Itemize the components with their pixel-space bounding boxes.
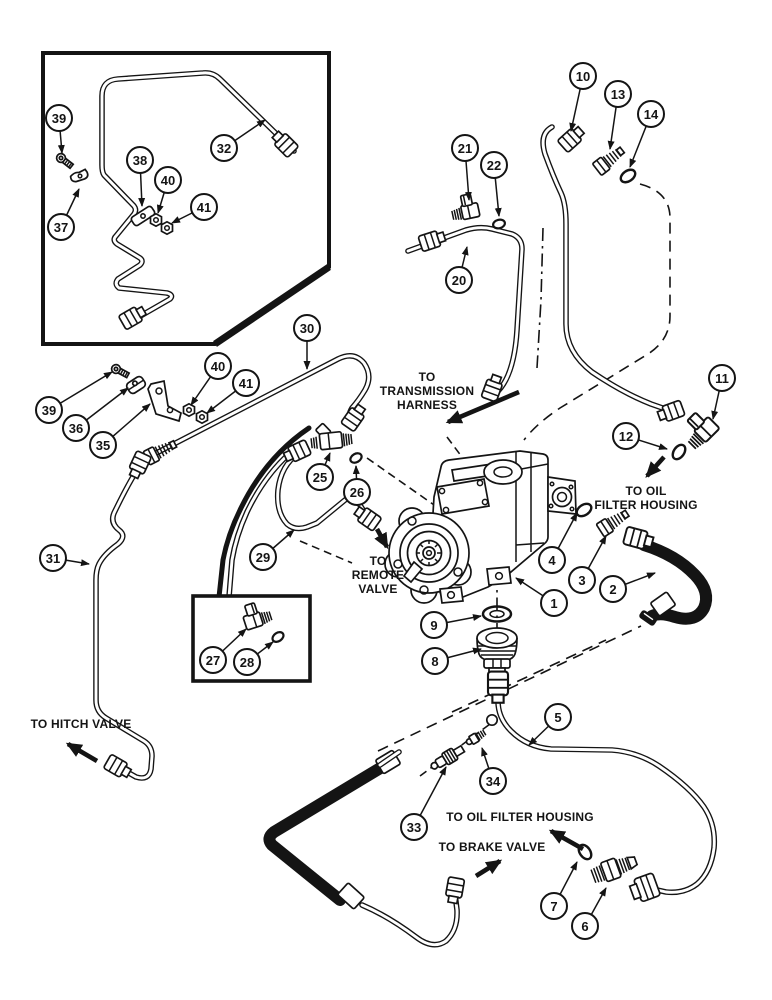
- callout-28: 28: [233, 648, 261, 676]
- callout-27: 27: [199, 646, 227, 674]
- tube-10: [540, 123, 686, 425]
- brake-hose: [263, 749, 466, 948]
- callout-10: 10: [569, 62, 597, 90]
- plug-34: [465, 729, 487, 746]
- tube-31: [93, 449, 155, 782]
- oring-26: [347, 450, 365, 466]
- callout-3: 3: [568, 566, 596, 594]
- ball-fitting: [485, 713, 499, 727]
- clamp-37: [69, 168, 89, 183]
- label-to-brake-valve: TO BRAKE VALVE: [438, 840, 546, 854]
- oring-12: [668, 441, 690, 463]
- callout-35: 35: [89, 431, 117, 459]
- callout-25: 25: [306, 463, 334, 491]
- oring-14: [617, 165, 639, 187]
- curved-hose: [216, 425, 312, 600]
- callout-40: 40: [204, 352, 232, 380]
- callout-4: 4: [538, 546, 566, 574]
- callout-26: 26: [343, 478, 371, 506]
- callout-41: 41: [190, 193, 218, 221]
- callout-39: 39: [35, 396, 63, 424]
- tube-32: [99, 70, 300, 331]
- callout-5: 5: [544, 703, 572, 731]
- callout-6: 6: [571, 912, 599, 940]
- callout-2: 2: [599, 575, 627, 603]
- callout-14: 14: [637, 100, 665, 128]
- adapter-8: [476, 627, 518, 675]
- oring-9: [481, 605, 513, 623]
- hose-2: [621, 525, 713, 626]
- callout-11: 11: [708, 364, 736, 392]
- elbow-21: [448, 191, 481, 223]
- callout-22: 22: [480, 151, 508, 179]
- callout-8: 8: [421, 647, 449, 675]
- oring-4: [573, 500, 595, 520]
- callout-30: 30: [293, 314, 321, 342]
- callout-21: 21: [451, 134, 479, 162]
- direction-arrows: [65, 389, 666, 878]
- callout-34: 34: [479, 767, 507, 795]
- callout-29: 29: [249, 543, 277, 571]
- sensor-33: [430, 744, 466, 770]
- label-to-remote-valve: TO REMOTE VALVE: [351, 554, 405, 597]
- tube-20: [405, 224, 525, 403]
- oring-22: [491, 217, 507, 231]
- callout-40: 40: [154, 166, 182, 194]
- label-to-hitch-valve: TO HITCH VALVE: [30, 717, 132, 731]
- callout-1: 1: [540, 589, 568, 617]
- callout-31: 31: [39, 544, 67, 572]
- callout-13: 13: [604, 80, 632, 108]
- callout-38: 38: [126, 146, 154, 174]
- label-to-transmission-harness: TO TRANSMISSION HARNESS: [379, 370, 475, 413]
- inset-box-top-left: [41, 51, 331, 347]
- tube-30: [138, 353, 372, 466]
- label-to-oil-filter-housing-bottom: TO OIL FILTER HOUSING: [446, 810, 594, 824]
- callout-37: 37: [47, 213, 75, 241]
- tube-5: [486, 670, 718, 896]
- inset-hardware: [53, 150, 174, 236]
- callout-32: 32: [210, 134, 238, 162]
- callout-41: 41: [232, 369, 260, 397]
- pump-illustration: [384, 450, 577, 604]
- nut-6: [628, 872, 661, 903]
- clamp-36: [125, 375, 147, 395]
- bracket-hardware: [109, 362, 209, 425]
- union-6: [590, 856, 639, 884]
- callout-7: 7: [540, 892, 568, 920]
- bracket-35: [147, 379, 182, 423]
- callout-20: 20: [445, 266, 473, 294]
- label-to-oil-filter-housing-right: TO OIL FILTER HOUSING: [594, 484, 698, 513]
- plate-38: [130, 205, 156, 227]
- callout-9: 9: [420, 611, 448, 639]
- callout-33: 33: [400, 813, 428, 841]
- callout-12: 12: [612, 422, 640, 450]
- callout-39: 39: [45, 104, 73, 132]
- callout-36: 36: [62, 414, 90, 442]
